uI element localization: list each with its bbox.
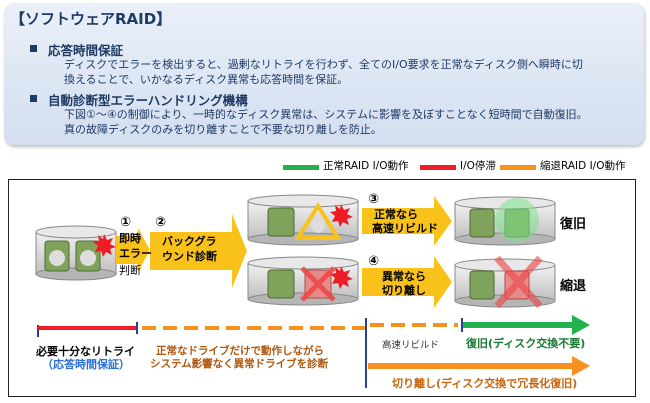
legend-swatch-degraded: [500, 165, 536, 170]
legend-swatch-stall: [420, 165, 456, 170]
timeline-rebuild-label: 高速リビルド: [382, 340, 440, 351]
section-desc-handling-1: 下図①～④の制御により、一時的なディスク異常は、システムに影響を及ぼすことなく短…: [64, 108, 588, 121]
section-heading-response: 応答時間保証: [48, 43, 124, 58]
section-desc-response-1: ディスクでエラーを検出すると、過剰なリトライを行わず、全てのI/O要求を正常なデ…: [64, 58, 583, 71]
arrow-step2: [150, 214, 247, 288]
disk-array-check: [247, 194, 359, 246]
step1-label-3: 判断: [119, 264, 141, 277]
step3-label-2: 高速リビルド: [372, 222, 438, 235]
arrow-recover: [572, 315, 590, 335]
section-desc-handling-2: 真の故障ディスクのみを切り離すことで不要な切り離しを防止。: [64, 123, 382, 136]
step1-label-1: 即時: [119, 232, 141, 245]
result-degrade-label: 縮退: [560, 279, 587, 294]
arrow-step4: [362, 256, 452, 308]
legend-swatch-normal: [283, 165, 319, 170]
disk-array-degraded: [454, 255, 556, 309]
step1-number: ①: [120, 215, 132, 230]
disk-array-fault: [247, 256, 359, 306]
step2-label-1: バックグラ: [162, 235, 217, 248]
timeline-diag-label-1: 正常なドライブだけで動作しながら: [156, 345, 324, 357]
bullet-icon: [30, 45, 37, 52]
timeline-recover-label: 復旧(ディスク交換不要): [466, 337, 586, 350]
timeline-diag-label-2: システム影響なく異常ドライブを診断: [150, 358, 329, 370]
step4-label-2: 切り離し: [382, 284, 426, 297]
panel-title: 【ソフトウェアRAID】: [10, 10, 172, 28]
error-burst-icon: [330, 266, 353, 289]
step4-label-1: 異常なら: [382, 270, 426, 283]
info-panel: [4, 3, 644, 145]
step4-number: ④: [368, 254, 380, 269]
arrow-detach: [572, 356, 590, 376]
disk-array-initial: [35, 225, 117, 281]
step3-label-1: 正常なら: [374, 208, 418, 221]
step3-number: ③: [368, 192, 380, 207]
step2-number: ②: [155, 215, 167, 230]
step1-label-2: エラー: [119, 247, 152, 260]
bullet-icon: [30, 95, 37, 102]
result-recover-label: 復旧: [560, 217, 587, 232]
timeline-retry-label-1: 必要十分なリトライ: [36, 345, 135, 358]
arrow-step3: [362, 196, 452, 246]
legend-label-stall: I/O停滞: [460, 160, 496, 172]
timeline-detach-label: 切り離し(ディスク交換で冗長化復旧): [392, 377, 578, 390]
section-desc-response-2: 換えることで、いかなるディスク異常も応答時間を保証。: [64, 73, 349, 86]
timeline-retry-label-2: （応答時間保証）: [42, 358, 130, 371]
section-heading-handling: 自動診断型エラーハンドリング機構: [48, 93, 248, 108]
error-burst-icon: [330, 204, 353, 227]
error-burst-icon: [93, 234, 116, 257]
step2-label-2: ウンド診断: [162, 250, 217, 263]
legend-label-normal: 正常RAID I/O動作: [323, 160, 409, 172]
arrow-step1: [116, 228, 150, 272]
disk-array-recovered: [454, 196, 556, 246]
legend-label-degraded: 縮退RAID I/O動作: [540, 160, 626, 172]
